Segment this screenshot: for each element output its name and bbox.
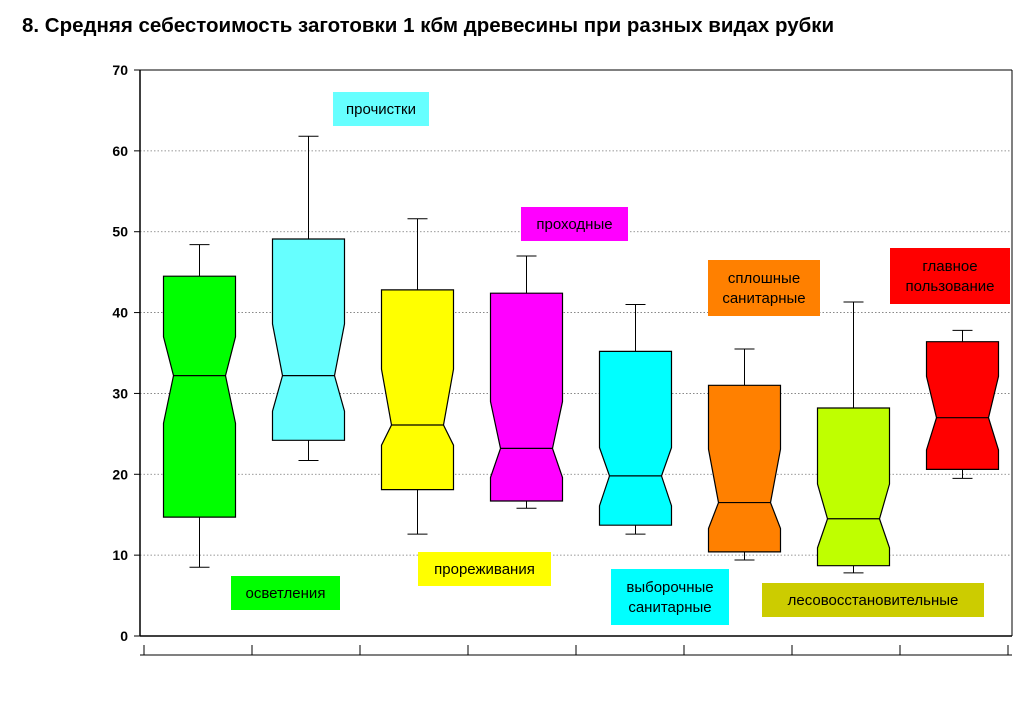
box-body — [925, 341, 1000, 470]
category-label-bg — [762, 583, 984, 617]
box-body — [598, 350, 673, 526]
y-tick-label: 50 — [112, 224, 128, 240]
category-label-text: осветления — [246, 585, 326, 602]
category-label-3: прореживания — [418, 552, 551, 586]
category-label-text: пользование — [906, 278, 995, 295]
category-label-8: главное пользование — [890, 248, 1010, 304]
y-tick-label: 40 — [112, 305, 128, 321]
category-label-1: осветления — [231, 576, 340, 610]
category-label-7: лесовосстановительные — [762, 583, 984, 617]
category-label-text: прочистки — [346, 101, 416, 118]
y-tick-label: 10 — [112, 547, 128, 563]
box-body — [816, 407, 891, 567]
category-label-2: прочистки — [333, 92, 429, 126]
box-body — [162, 275, 237, 518]
box-body — [489, 292, 564, 502]
category-labels: осветления прочистки прореживания проходные… — [231, 92, 1010, 625]
category-label-bg — [418, 552, 551, 586]
box-8 — [925, 329, 1000, 479]
category-label-text: главное — [922, 258, 977, 275]
category-label-4: проходные — [521, 207, 628, 241]
boxes — [162, 135, 1000, 574]
box-body — [707, 384, 782, 553]
category-label-text: санитарные — [628, 599, 711, 616]
category-label-text: лесовосстановительные — [788, 592, 959, 609]
y-tick-label: 20 — [112, 466, 128, 482]
box-7 — [816, 301, 891, 574]
y-tick-label: 60 — [112, 143, 128, 159]
category-label-bg — [333, 92, 429, 126]
chart-title: 8. Средняя себестоимость заготовки 1 кбм… — [22, 14, 835, 37]
category-label-bg — [611, 569, 729, 625]
category-label-bg — [708, 260, 820, 316]
box-4 — [489, 255, 564, 509]
category-label-bg — [890, 248, 1010, 304]
category-label-5: выборочные санитарные — [611, 569, 729, 625]
category-label-text: проходные — [536, 216, 612, 233]
category-label-bg — [231, 576, 340, 610]
category-label-text: выборочные — [626, 579, 713, 596]
box-6 — [707, 348, 782, 561]
y-tick-label: 30 — [112, 385, 128, 401]
box-3 — [380, 218, 455, 535]
box-2 — [271, 135, 346, 462]
box-5 — [598, 303, 673, 535]
box-body — [271, 238, 346, 441]
box-body — [380, 289, 455, 491]
category-label-bg — [521, 207, 628, 241]
box-1 — [162, 244, 237, 568]
category-label-6: сплошные санитарные — [708, 260, 820, 316]
category-label-text: санитарные — [722, 290, 805, 307]
category-label-text: прореживания — [434, 561, 535, 578]
axes: 0 10 20 30 40 50 60 70 — [112, 62, 1013, 656]
category-label-text: сплошные — [728, 270, 800, 287]
y-tick-label: 0 — [120, 628, 128, 644]
y-tick-label: 70 — [112, 62, 128, 78]
